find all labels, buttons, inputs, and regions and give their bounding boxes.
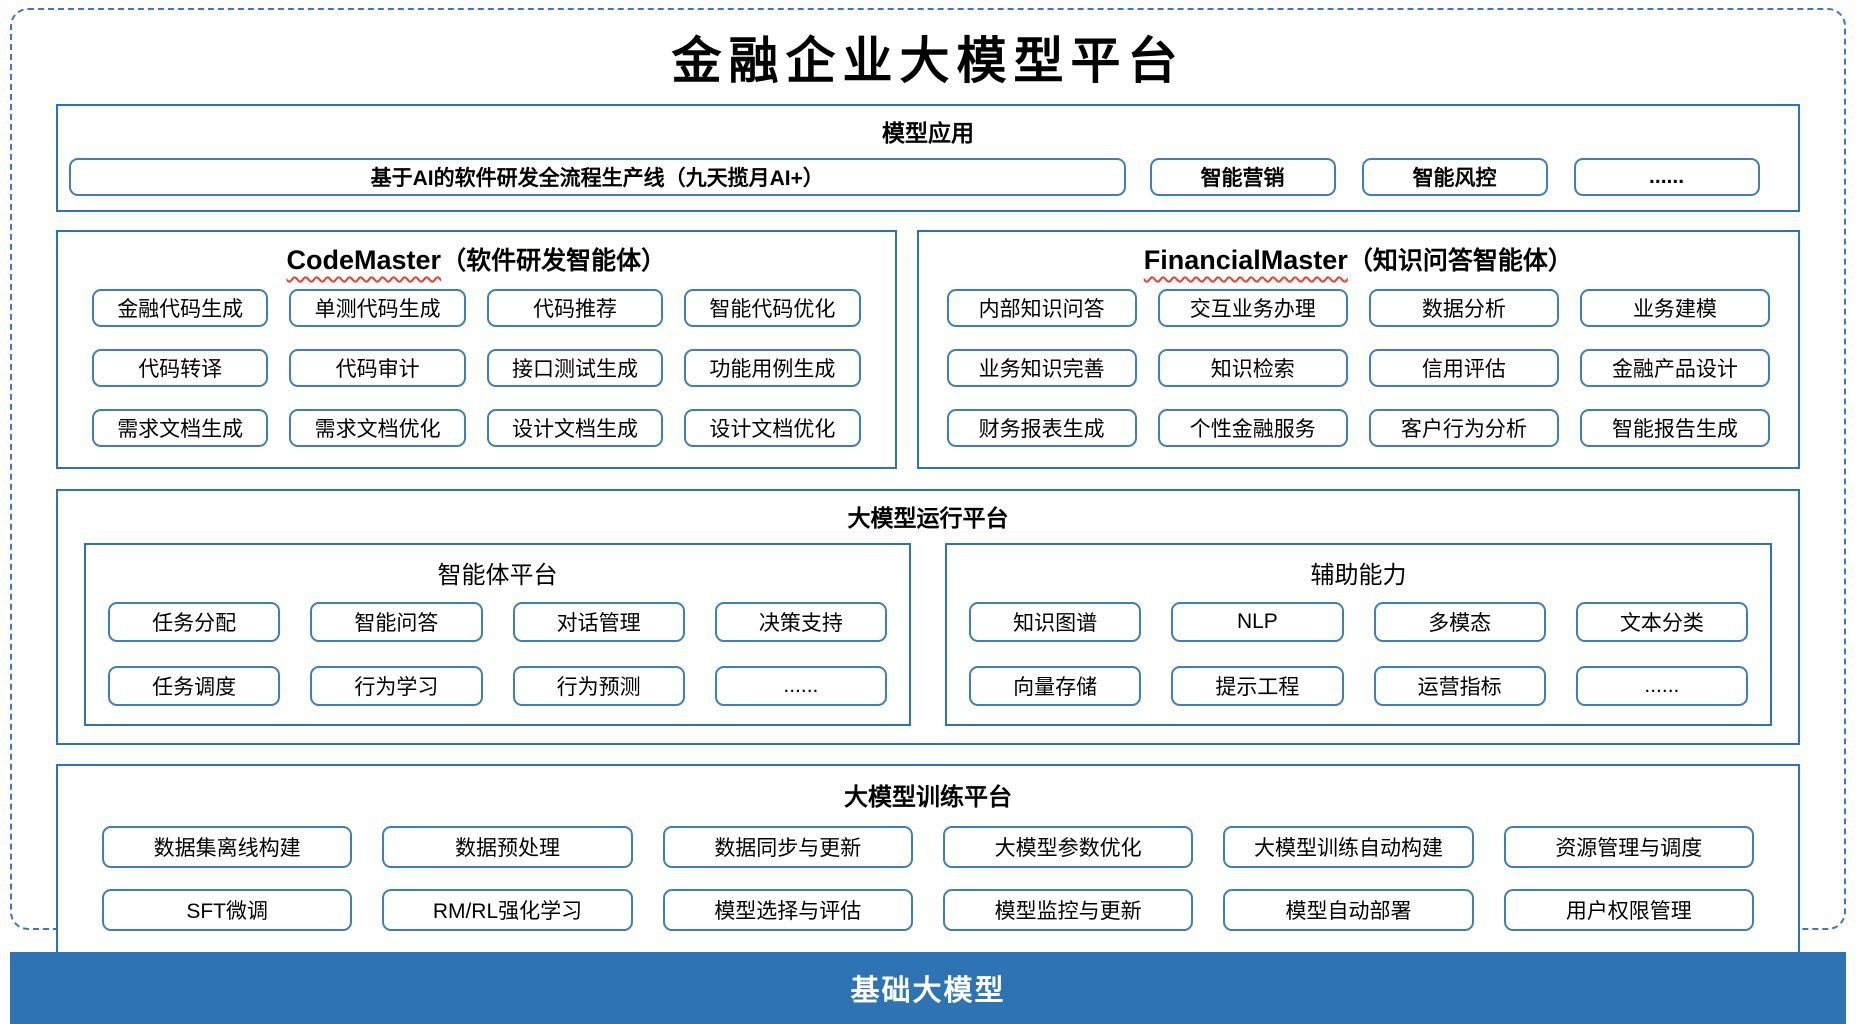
codemaster-title-zh: （软件研发智能体） xyxy=(441,247,667,275)
model-application-box: ...... xyxy=(1573,158,1760,196)
page-title: 金融企业大模型平台 xyxy=(671,31,1185,90)
aux-capability-box: NLP xyxy=(1171,602,1344,642)
model-application-row: 基于AI的软件研发全流程生产线（九天揽月AI+） 智能营销智能风控...... xyxy=(58,158,1798,196)
model-application-boxes: 智能营销智能风控...... xyxy=(1149,158,1787,196)
training-capability-box: 大模型训练自动构建 xyxy=(1223,826,1474,868)
agent-platform-box: 行为预测 xyxy=(512,666,685,706)
section-runtime-platform: 大模型运行平台 智能体平台 任务分配智能问答对话管理决策支持任务调度行为学习行为… xyxy=(56,489,1800,745)
codemaster-capability-box: 代码审计 xyxy=(289,349,466,387)
aux-capability-box: 向量存储 xyxy=(969,666,1142,706)
codemaster-capability-box: 设计文档生成 xyxy=(486,409,664,447)
aux-capability-box: 多模态 xyxy=(1373,602,1546,642)
aux-capability-grid: 知识图谱 NLP 多模态文本分类向量存储提示工程运营指标...... xyxy=(947,602,1770,706)
section-financialmaster: FinancialMaster（知识问答智能体） 内部知识问答交互业务办理数据分… xyxy=(916,230,1800,469)
subsection-aux-capability: 辅助能力 知识图谱 NLP 多模态文本分类向量存储提示工程运营指标...... xyxy=(945,543,1772,726)
aux-capability-box: 运营指标 xyxy=(1373,666,1546,706)
agent-platform-box: 决策支持 xyxy=(714,602,887,642)
base-model-bar: 基础大模型 xyxy=(10,952,1846,1024)
financialmaster-capability-box: 个性金融服务 xyxy=(1157,409,1348,447)
aux-capability-box: ...... xyxy=(1575,666,1748,706)
model-application-box: 智能营销 xyxy=(1149,158,1336,196)
agent-platform-box: 任务分配 xyxy=(108,602,281,642)
agents-row: CodeMaster（软件研发智能体） 金融代码生成单测代码生成代码推荐智能代码… xyxy=(56,230,1800,469)
agent-platform-title: 智能体平台 xyxy=(437,562,558,589)
training-platform-title: 大模型训练平台 xyxy=(844,784,1012,811)
training-capability-box: 模型选择与评估 xyxy=(662,889,913,931)
financialmaster-capability-box: 信用评估 xyxy=(1368,349,1559,387)
financialmaster-capability-box: 交互业务办理 xyxy=(1157,289,1348,327)
base-model-label: 基础大模型 xyxy=(850,975,1006,1007)
codemaster-capability-box: 接口测试生成 xyxy=(486,349,664,387)
aux-capability-box: 知识图谱 xyxy=(969,602,1142,642)
financialmaster-capability-box: 知识检索 xyxy=(1157,349,1348,387)
training-capability-box: 数据预处理 xyxy=(382,826,633,868)
codemaster-capability-box: 功能用例生成 xyxy=(684,349,861,387)
codemaster-capability-box: 单测代码生成 xyxy=(289,289,466,327)
financialmaster-capability-box: 业务建模 xyxy=(1579,289,1770,327)
training-capability-box: 资源管理与调度 xyxy=(1503,826,1754,868)
runtime-row: 智能体平台 任务分配智能问答对话管理决策支持任务调度行为学习行为预测......… xyxy=(58,543,1798,726)
financialmaster-title-zh: （知识问答智能体） xyxy=(1347,247,1573,275)
section-model-application: 模型应用 基于AI的软件研发全流程生产线（九天揽月AI+） 智能营销智能风控..… xyxy=(56,104,1800,212)
section-codemaster: CodeMaster（软件研发智能体） 金融代码生成单测代码生成代码推荐智能代码… xyxy=(56,230,897,469)
runtime-platform-title: 大模型运行平台 xyxy=(847,505,1009,531)
codemaster-title-en: CodeMaster xyxy=(286,245,442,275)
financialmaster-capability-box: 智能报告生成 xyxy=(1579,409,1770,447)
aux-capability-title: 辅助能力 xyxy=(1310,562,1407,589)
financialmaster-capability-box: 内部知识问答 xyxy=(946,289,1137,327)
codemaster-capability-box: 需求文档优化 xyxy=(289,409,466,447)
subsection-agent-platform: 智能体平台 任务分配智能问答对话管理决策支持任务调度行为学习行为预测...... xyxy=(84,543,911,726)
aux-capability-box: 提示工程 xyxy=(1171,666,1344,706)
codemaster-capability-box: 设计文档优化 xyxy=(684,409,861,447)
agent-platform-box: 智能问答 xyxy=(310,602,483,642)
financialmaster-capability-box: 财务报表生成 xyxy=(946,409,1137,447)
financialmaster-capability-box: 金融产品设计 xyxy=(1579,349,1770,387)
training-capability-box: 大模型参数优化 xyxy=(942,826,1194,868)
financialmaster-grid: 内部知识问答交互业务办理数据分析业务建模业务知识完善知识检索信用评估金融产品设计… xyxy=(919,289,1798,447)
codemaster-capability-box: 需求文档生成 xyxy=(92,409,269,447)
agent-platform-box: ...... xyxy=(714,666,887,706)
box-ai-dev-pipeline: 基于AI的软件研发全流程生产线（九天揽月AI+） xyxy=(69,158,1126,196)
training-capability-box: 模型自动部署 xyxy=(1223,889,1474,931)
agent-platform-box: 任务调度 xyxy=(108,666,281,706)
training-capability-box: 用户权限管理 xyxy=(1503,889,1754,931)
codemaster-title: CodeMaster（软件研发智能体） xyxy=(58,232,895,289)
agent-platform-box: 对话管理 xyxy=(512,602,685,642)
training-capability-box: 数据集离线构建 xyxy=(102,826,353,868)
training-capability-box: SFT微调 xyxy=(102,889,353,931)
training-platform-grid: 数据集离线构建数据预处理数据同步与更新大模型参数优化大模型训练自动构建资源管理与… xyxy=(58,826,1798,931)
section-training-platform: 大模型训练平台 数据集离线构建数据预处理数据同步与更新大模型参数优化大模型训练自… xyxy=(56,764,1800,955)
codemaster-capability-box: 金融代码生成 xyxy=(92,289,269,327)
outer-dashed-frame: 金融企业大模型平台 模型应用 基于AI的软件研发全流程生产线（九天揽月AI+） … xyxy=(10,8,1846,955)
financialmaster-capability-box: 数据分析 xyxy=(1368,289,1559,327)
training-capability-box: 模型监控与更新 xyxy=(942,889,1194,931)
model-application-box: 智能风控 xyxy=(1361,158,1548,196)
financialmaster-capability-box: 客户行为分析 xyxy=(1368,409,1559,447)
financialmaster-title: FinancialMaster（知识问答智能体） xyxy=(919,232,1798,289)
aux-capability-box: 文本分类 xyxy=(1575,602,1748,642)
financialmaster-title-en: FinancialMaster xyxy=(1143,245,1348,275)
codemaster-capability-box: 代码推荐 xyxy=(486,289,664,327)
training-capability-box: RM/RL强化学习 xyxy=(382,889,633,931)
codemaster-capability-box: 代码转译 xyxy=(92,349,269,387)
training-capability-box: 数据同步与更新 xyxy=(662,826,913,868)
section-model-application-title: 模型应用 xyxy=(882,120,974,146)
codemaster-grid: 金融代码生成单测代码生成代码推荐智能代码优化代码转译代码审计接口测试生成功能用例… xyxy=(58,289,895,447)
agent-platform-box: 行为学习 xyxy=(310,666,483,706)
financialmaster-capability-box: 业务知识完善 xyxy=(946,349,1137,387)
agent-platform-grid: 任务分配智能问答对话管理决策支持任务调度行为学习行为预测...... xyxy=(86,602,909,706)
codemaster-capability-box: 智能代码优化 xyxy=(684,289,861,327)
